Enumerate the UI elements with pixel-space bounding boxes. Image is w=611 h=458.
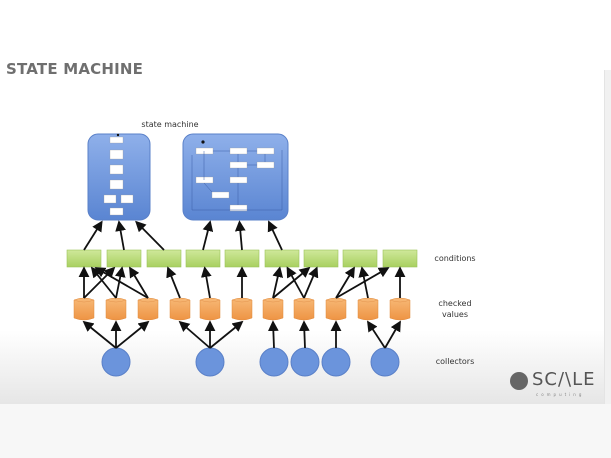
checked-value-3 [169,297,191,321]
state-box [103,194,117,204]
arrow-condition-to-state-machine [83,220,103,251]
checked-value-rim [262,299,284,303]
condition-1 [106,249,142,268]
checked-value-2 [137,297,159,321]
arrow-collector-to-value [367,320,386,349]
state-box [229,147,248,155]
arrow-value-to-condition [303,266,319,299]
arrow-value-to-condition [114,266,126,299]
arrow-value-to-condition [200,266,212,299]
initial-state-dot [116,133,120,137]
below-slide-area [0,404,611,458]
checked-value-4 [199,297,221,321]
arrow-value-to-condition [335,266,355,299]
checked-value-rim [105,299,127,303]
state-box [109,179,124,190]
logo-mark-icon [510,372,528,390]
arrow-collector-to-value [384,320,401,349]
state-machine-label: state machine [141,120,199,129]
checked-value-rim [169,299,191,303]
checked-value-rim [199,299,221,303]
checked-values-label-line1: checked [438,299,472,308]
logo-text: SC/\LE [532,369,596,390]
arrow-collector-to-value [178,320,211,349]
diagram [66,133,418,377]
state-box [229,176,248,184]
state-box [109,207,124,216]
condition-8 [382,249,418,268]
collector-4 [321,347,351,377]
state-box [120,194,134,204]
checked-value-rim [231,299,253,303]
slide-title: STATE MACHINE [6,60,144,78]
state-box [109,164,124,175]
transition-line [203,182,213,193]
arrow-value-to-condition [272,266,311,299]
checked-value-0 [73,297,95,321]
checked-value-rim [325,299,347,303]
checked-value-8 [325,297,347,321]
state-box [229,204,248,212]
arrow-value-to-condition [335,267,390,299]
arrow-collector-to-value [267,320,279,349]
checked-value-7 [293,297,315,321]
arrow-collector-to-value [82,320,117,349]
state-box [256,161,275,169]
collectors-label: collectors [435,357,475,366]
arrow-condition-to-state-machine [234,220,246,251]
collector-5 [370,347,400,377]
state-box [229,161,248,169]
arrow-value-to-condition [83,266,116,299]
scale-computing-logo: SC/\LE computing [510,370,602,400]
checked-value-rim [293,299,315,303]
collector-2 [259,347,289,377]
checked-value-5 [231,297,253,321]
arrow-value-to-condition [166,266,181,299]
conditions-label: conditions [434,254,476,263]
arrow-condition-to-state-machine [115,220,126,251]
state-box [195,176,214,184]
arrow-collector-to-value [298,320,310,349]
checked-value-rim [389,299,411,303]
logo-subtext: computing [536,392,585,397]
checked-value-10 [389,297,411,321]
collector-1 [195,347,225,377]
slide-edge [604,70,611,404]
state-box [256,147,275,155]
arrow-collector-to-value [209,320,244,349]
state-box [109,149,124,160]
state-box [109,136,124,144]
arrow-collector-to-value [115,320,150,349]
checked-value-rim [357,299,379,303]
state-machine-0 [87,133,151,221]
condition-5 [264,249,300,268]
arrow-condition-to-state-machine [135,220,165,251]
collector-3 [290,347,320,377]
arrow-value-to-condition [286,266,305,299]
arrow-value-to-condition [272,266,284,299]
state-box [211,191,230,199]
arrow-condition-to-state-machine [202,220,214,251]
checked-value-6 [262,297,284,321]
condition-4 [224,249,260,268]
condition-3 [185,249,221,268]
checked-value-1 [105,297,127,321]
arrow-value-to-condition [129,266,149,299]
condition-0 [66,249,102,268]
checked-values-label-line2: values [441,310,469,319]
checked-value-rim [73,299,95,303]
collector-0 [101,347,131,377]
condition-2 [146,249,182,268]
condition-7 [342,249,378,268]
checked-values-label: checked values [425,298,485,320]
checked-value-rim [137,299,159,303]
checked-value-9 [357,297,379,321]
state-box [195,147,214,155]
initial-state-dot [201,140,205,144]
arrow-condition-to-state-machine [267,220,283,251]
arrow-value-to-condition [358,266,370,299]
condition-6 [303,249,339,268]
